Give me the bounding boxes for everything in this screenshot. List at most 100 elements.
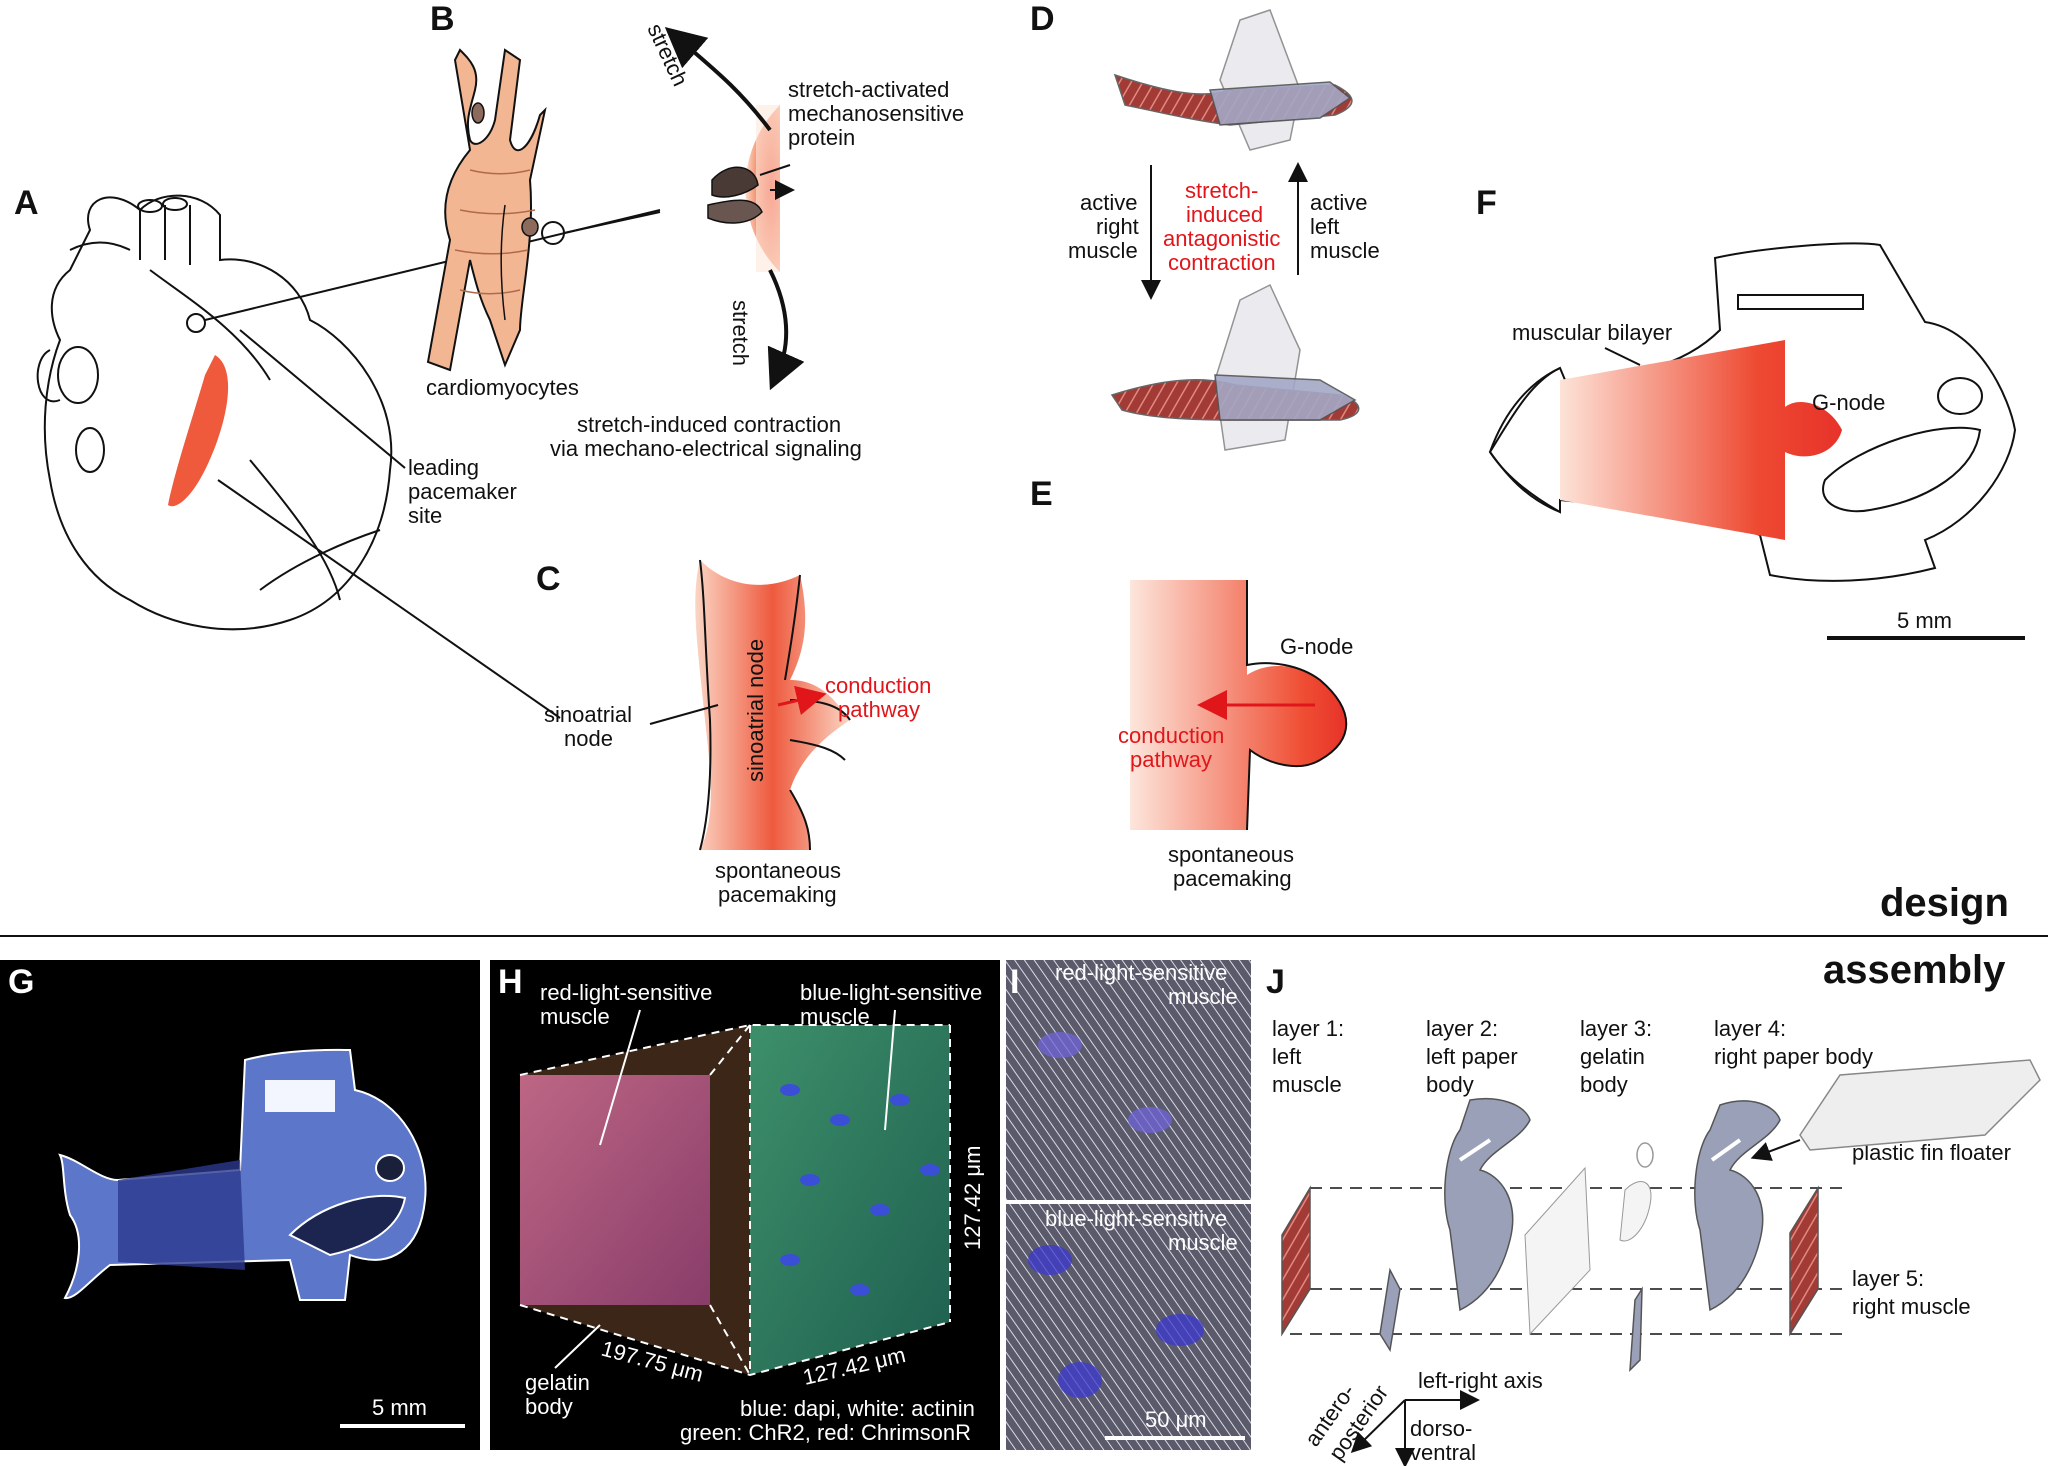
sinoatrial-label-2: node: [564, 726, 613, 751]
h-legend-2: green: ChR2, red: ChrimsonR: [680, 1420, 971, 1445]
box-edge: [519, 1304, 951, 1377]
leading-site-label-2: pacemaker: [408, 479, 517, 504]
sinoatrial-node-illustration: [695, 559, 851, 851]
leading-site-label-1: leading: [408, 455, 479, 480]
cardiomyocytes-label: cardiomyocytes: [426, 375, 579, 400]
h-gelatin-label-2: body: [525, 1394, 573, 1419]
box-edge: [519, 1024, 950, 1076]
e-spont-label-2: pacemaking: [1173, 866, 1292, 891]
insert-arrow-icon: [1750, 1139, 1801, 1161]
j-axis-dv-label-2: ventral: [1410, 1440, 1476, 1465]
e-spont-label-1: spontaneous: [1168, 842, 1294, 867]
stretch-label-top: stretch: [642, 20, 693, 90]
leader-line: [239, 329, 406, 469]
panel-c-spont-label-2: pacemaking: [718, 882, 837, 907]
protein-label-3: protein: [788, 125, 855, 150]
layer-paper-tail: [1379, 1267, 1401, 1353]
j-layer1-label-3: muscle: [1272, 1072, 1342, 1097]
section-assembly-label: assembly: [1823, 948, 2006, 992]
layer4-right-paper-body: [1694, 1100, 1781, 1312]
i-nuclei: [1028, 1032, 1204, 1398]
bilayer-leader: [1604, 347, 1641, 366]
f-gnode-label: G-node: [1812, 390, 1885, 415]
d-center-label-4: contraction: [1168, 250, 1276, 275]
slot: [1710, 1138, 1742, 1162]
h-dim-height: 127.42 μm: [960, 1146, 985, 1250]
j-layer3-label-3: body: [1580, 1072, 1628, 1097]
panel-label-a: A: [14, 184, 39, 222]
panel-label-h: H: [498, 963, 523, 1001]
leader-line: [217, 479, 561, 719]
i-micrograph-red: [1006, 960, 1251, 1200]
panel-label-b: B: [430, 0, 455, 38]
h-blue-label-1: blue-light-sensitive: [800, 980, 982, 1005]
protein-label-1: stretch-activated: [788, 77, 949, 102]
j-layer2-label-2: left paper: [1426, 1044, 1518, 1069]
h-red-label-1: red-light-sensitive: [540, 980, 712, 1005]
panel-c-conduction-label-2: pathway: [838, 697, 920, 722]
zoom-line: [563, 211, 661, 234]
j-layer1-label-2: left: [1272, 1044, 1301, 1069]
blue-muscle-face: [750, 1025, 950, 1375]
protein-label-2: mechanosensitive: [788, 101, 964, 126]
j-layer2-label-1: layer 2:: [1426, 1016, 1498, 1041]
j-layer4-label-2: right paper body: [1714, 1044, 1873, 1069]
j-axis-dv-label-1: dorso-: [1410, 1416, 1472, 1441]
protein-leader: [759, 164, 791, 176]
i-red-label-1: red-light-sensitive: [1055, 960, 1227, 985]
g-scale-label: 5 mm: [372, 1395, 427, 1420]
leading-site-label-3: site: [408, 503, 442, 528]
panel-label-f: F: [1476, 184, 1497, 222]
active-right-label-1: active: [1080, 190, 1137, 215]
active-left-label-1: active: [1310, 190, 1367, 215]
active-left-label-3: muscle: [1310, 238, 1380, 263]
active-right-label-2: right: [1096, 214, 1139, 239]
active-right-label-3: muscle: [1068, 238, 1138, 263]
d-center-label-2: induced: [1186, 202, 1263, 227]
d-center-label-3: antagonistic: [1163, 226, 1280, 251]
layer1-left-muscle: [1281, 1185, 1311, 1337]
panel-label-c: C: [536, 560, 561, 598]
e-conduction-label-1: conduction: [1118, 723, 1224, 748]
section-design-label: design: [1880, 881, 2009, 925]
active-left-label-2: left: [1310, 214, 1339, 239]
layer2-left-paper-body: [1444, 1098, 1531, 1312]
slot: [1458, 1138, 1492, 1162]
leader-line: [649, 704, 719, 725]
h-blue-label-2: muscle: [800, 1004, 870, 1029]
layer5-right-muscle: [1789, 1185, 1819, 1337]
leader-line: [554, 1324, 601, 1369]
panel-label-j: J: [1266, 963, 1285, 1001]
panel-b-caption-1: stretch-induced contraction: [577, 412, 841, 437]
fish-state-top: [1113, 9, 1353, 151]
g-node-outline: [1246, 580, 1348, 831]
mechanosensitive-protein-icon: [711, 166, 759, 198]
panel-label-d: D: [1030, 0, 1055, 38]
fish-photo: [58, 1048, 427, 1301]
panel-c-conduction-label-1: conduction: [825, 673, 931, 698]
conduction-arrow-icon: [777, 685, 827, 716]
j-layer2-label-3: body: [1426, 1072, 1474, 1097]
box-edge: [709, 1024, 751, 1076]
i-red-label-2: muscle: [1168, 984, 1238, 1009]
panel-c-spont-label-1: spontaneous: [715, 858, 841, 883]
i-scale-label: 50 μm: [1145, 1407, 1207, 1432]
stretch-arrow-up-icon: [664, 26, 772, 132]
f-bilayer-label: muscular bilayer: [1512, 320, 1672, 345]
i-blue-label-1: blue-light-sensitive: [1045, 1206, 1227, 1231]
leader-line: [599, 1009, 641, 1146]
f-scale-label: 5 mm: [1897, 608, 1952, 633]
stretch-label-bottom: stretch: [728, 300, 753, 366]
nuclei: [780, 1084, 940, 1296]
j-layer5-label-2: right muscle: [1852, 1294, 1971, 1319]
fish-state-bottom: [1110, 283, 1360, 451]
gelatin-head: [1636, 1142, 1654, 1168]
h-legend-1: blue: dapi, white: actinin: [740, 1396, 975, 1421]
red-muscle-face: [520, 1075, 710, 1305]
gelatin-fin: [1619, 1181, 1652, 1242]
sinoatrial-label-1: sinoatrial: [544, 702, 632, 727]
stretch-arrow-down-icon: [767, 269, 805, 391]
j-layer5-label-1: layer 5:: [1852, 1266, 1924, 1291]
panel-label-g: G: [8, 963, 34, 1001]
